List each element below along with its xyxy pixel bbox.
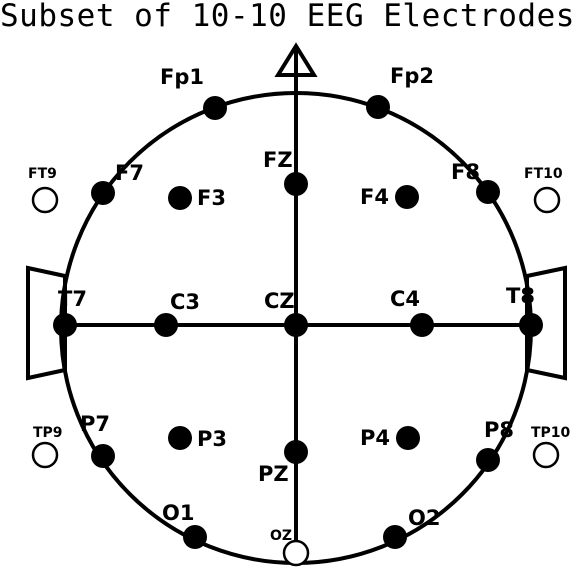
electrode-label-p4: P4 (360, 426, 390, 450)
electrode-label-c3: C3 (170, 290, 200, 314)
electrode-fp1 (203, 96, 227, 120)
electrode-label-o1: O1 (162, 501, 194, 525)
electrode-label-p3: P3 (197, 427, 227, 451)
electrode-t7 (53, 313, 77, 337)
electrode-label-fz: FZ (263, 148, 293, 172)
electrode-label-p7: P7 (80, 412, 110, 436)
electrode-pz (284, 440, 308, 464)
electrode-label-o2: O2 (408, 506, 440, 530)
electrode-f3 (168, 186, 192, 210)
electrode-label-t7: T7 (58, 287, 87, 311)
electrode-tp10 (532, 441, 560, 469)
electrode-p3 (168, 426, 192, 450)
electrode-ft10 (533, 186, 561, 214)
head-outline (26, 42, 567, 565)
right-ear (525, 265, 567, 381)
electrode-tp9 (31, 441, 59, 469)
electrode-c4 (410, 313, 434, 337)
electrode-label-ft9: FT9 (28, 166, 57, 182)
electrode-o2 (383, 525, 407, 549)
electrode-oz (282, 539, 310, 567)
electrode-label-tp9: TP9 (33, 425, 63, 441)
electrode-label-t8: T8 (506, 284, 535, 308)
electrode-label-f8: F8 (451, 160, 480, 184)
electrode-p7 (91, 444, 115, 468)
electrode-f8 (476, 180, 500, 204)
electrode-label-pz: PZ (258, 462, 289, 486)
electrode-c3 (154, 313, 178, 337)
electrode-label-ft10: FT10 (524, 166, 563, 182)
electrode-p8 (476, 448, 500, 472)
electrode-label-fp1: Fp1 (160, 65, 204, 89)
electrode-p4 (396, 426, 420, 450)
electrode-label-c4: C4 (390, 287, 420, 311)
electrode-label-f3: F3 (197, 186, 226, 210)
electrode-label-tp10: TP10 (531, 425, 571, 441)
electrode-cz (284, 313, 308, 337)
electrode-label-oz: OZ (270, 528, 292, 544)
electrode-f7 (91, 181, 115, 205)
electrode-label-f4: F4 (360, 185, 389, 209)
electrode-label-p8: P8 (484, 418, 514, 442)
electrode-label-f7: F7 (115, 161, 144, 185)
electrode-label-fp2: Fp2 (390, 64, 434, 88)
electrode-o1 (183, 525, 207, 549)
electrode-t8 (519, 313, 543, 337)
diagram-title: Subset of 10-10 EEG Electrodes (0, 0, 575, 34)
electrode-ft9 (31, 186, 59, 214)
electrode-f4 (395, 185, 419, 209)
electrode-label-cz: CZ (264, 289, 295, 313)
electrode-fp2 (366, 95, 390, 119)
left-ear (26, 265, 67, 381)
electrode-fz (284, 172, 308, 196)
